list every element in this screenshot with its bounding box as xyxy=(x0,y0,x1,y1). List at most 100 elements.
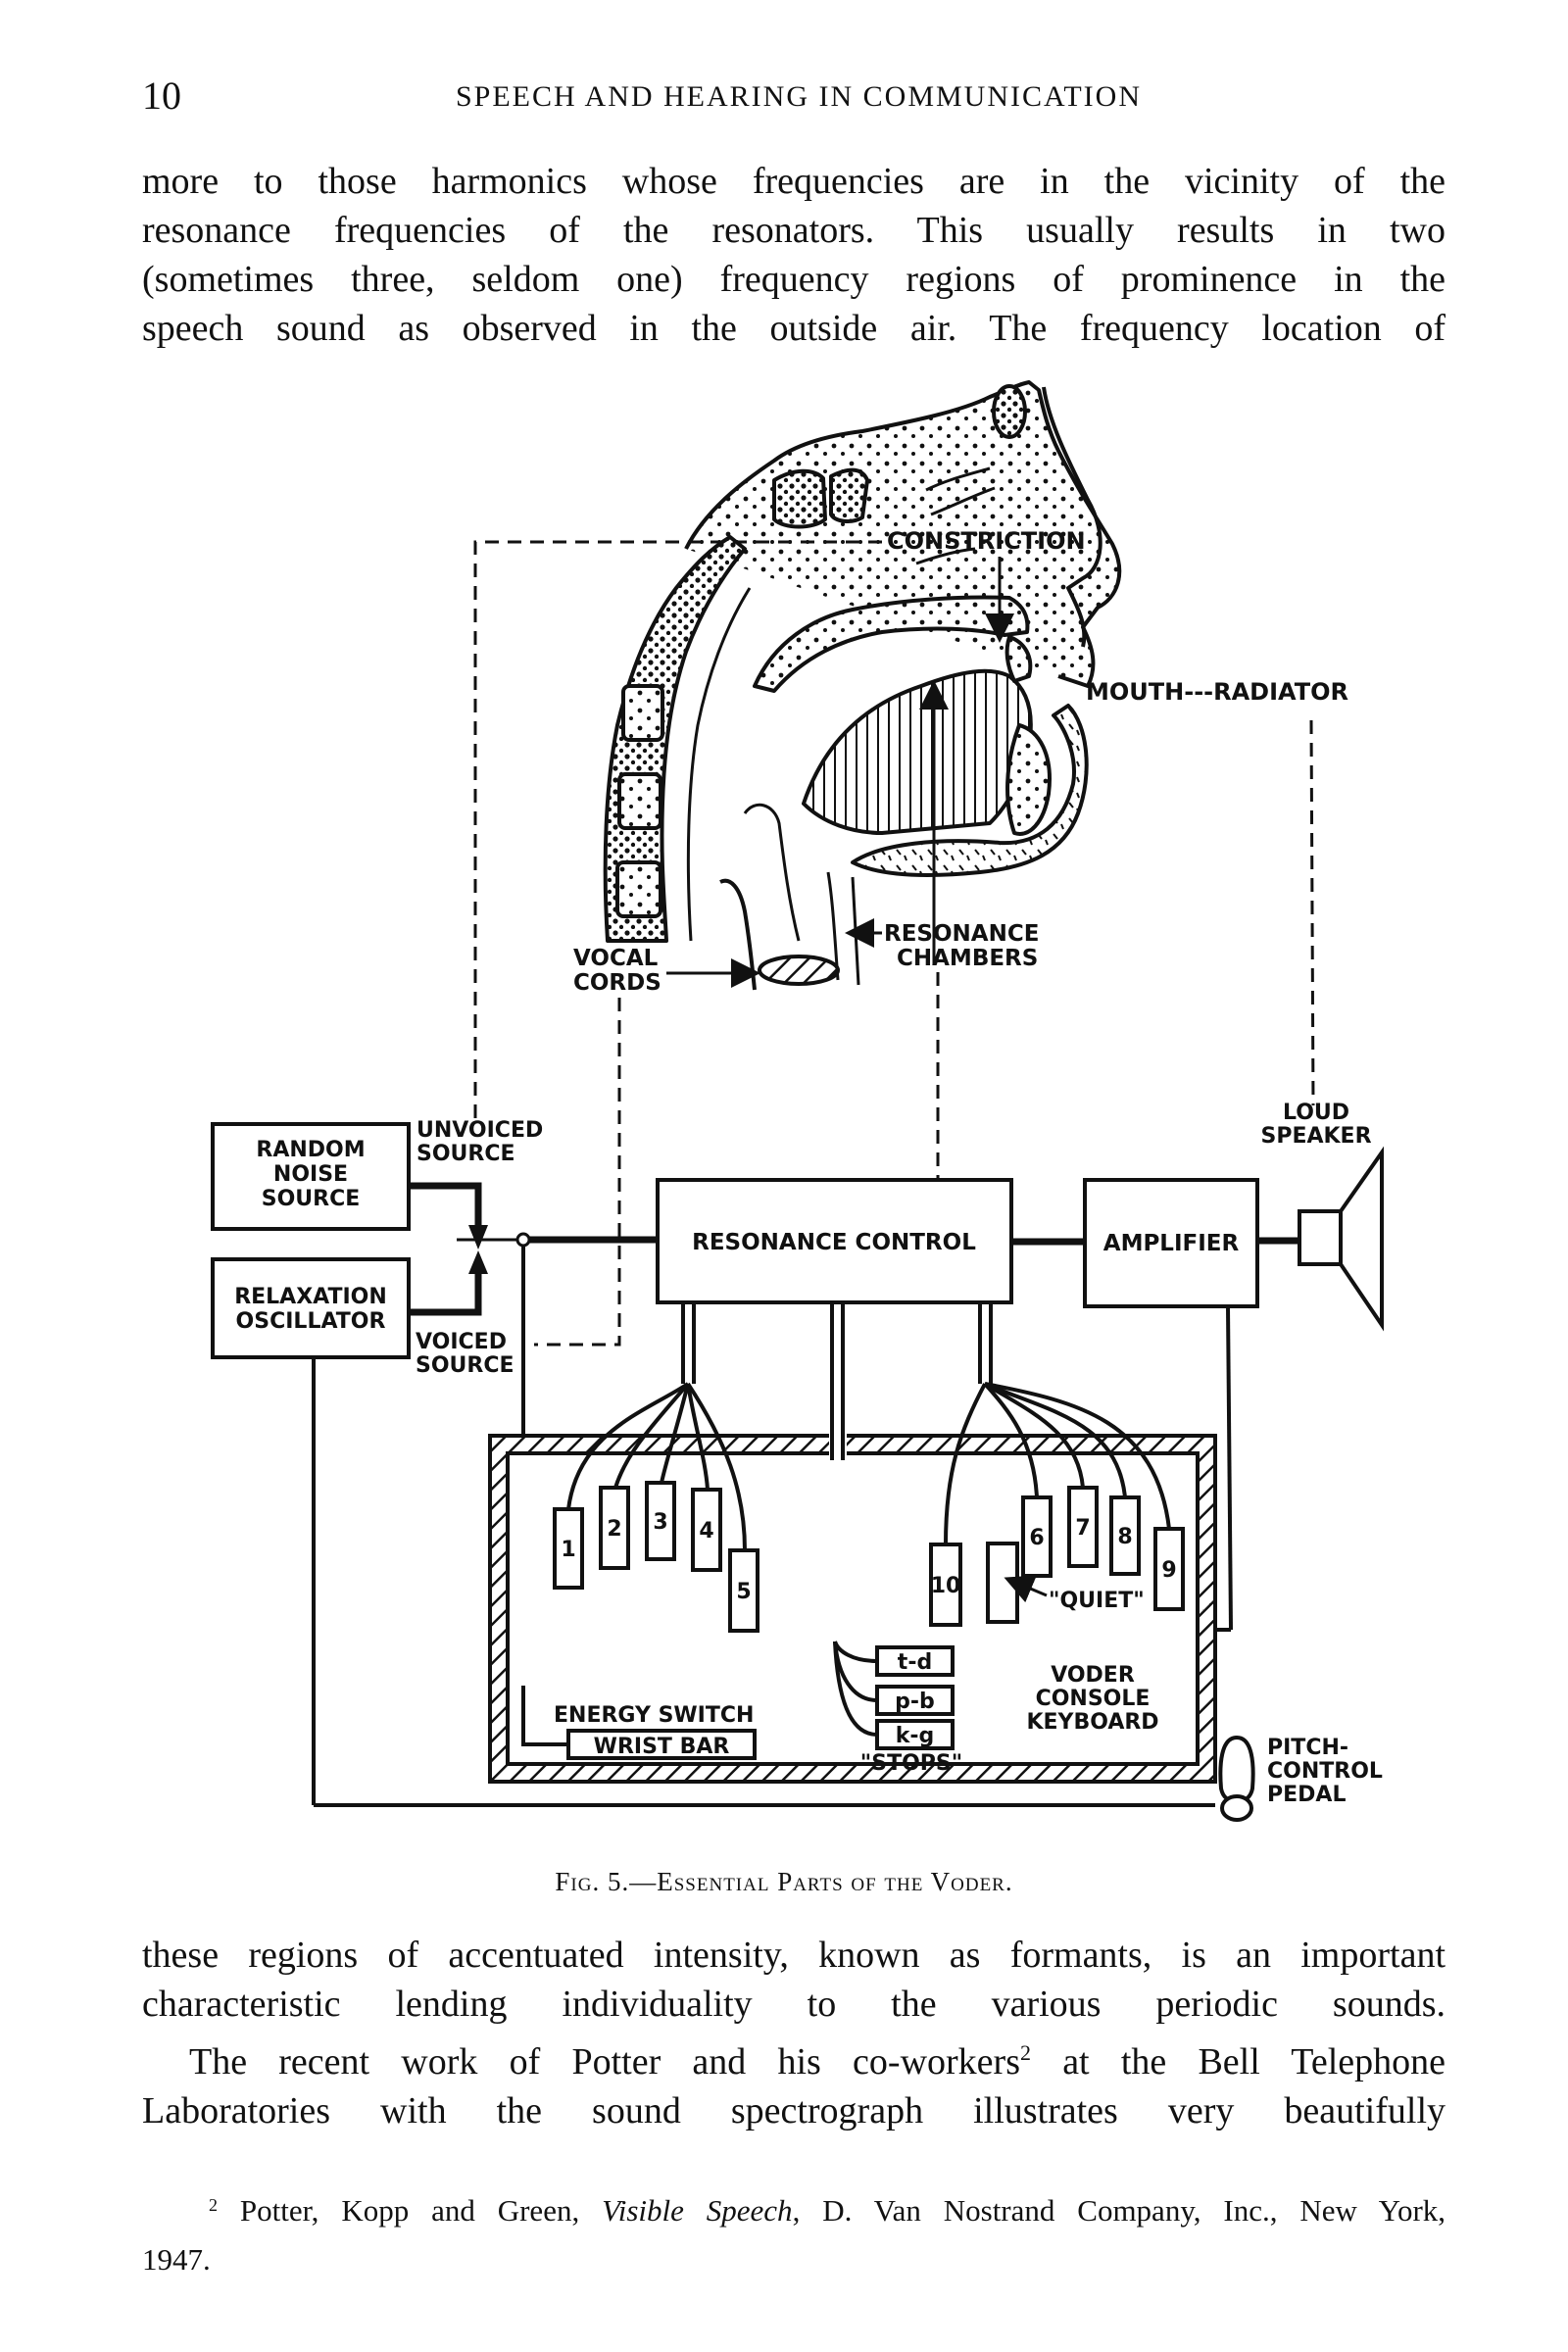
key-10[interactable]: 10 xyxy=(929,1543,962,1627)
key-3[interactable]: 3 xyxy=(645,1481,676,1561)
pitch-control-pedal-icon[interactable] xyxy=(1218,1735,1255,1822)
vertebra xyxy=(617,772,662,830)
key-9[interactable]: 9 xyxy=(1153,1527,1185,1611)
stop-key-k-g[interactable]: k-g xyxy=(875,1719,955,1750)
random-noise-label-1: RANDOM xyxy=(256,1138,365,1162)
resonance-chambers-label-1: RESONANCE xyxy=(884,921,1039,947)
key-9-body[interactable] xyxy=(1153,1527,1185,1611)
bottom-paragraphs: these regions of accentuated intensity, … xyxy=(142,1931,1446,2135)
relaxation-label-2: OSCILLATOR xyxy=(236,1309,386,1334)
stop-key-p-b-body[interactable] xyxy=(875,1685,955,1716)
footnote-marker: 2 xyxy=(209,2195,218,2215)
stop-key-p-b[interactable]: p-b xyxy=(875,1685,955,1716)
stop-key-t-d[interactable]: t-d xyxy=(875,1645,955,1677)
pedal-label-1: PITCH- xyxy=(1267,1736,1348,1760)
footnote-book-title: Visible Speech xyxy=(602,2193,793,2228)
resonance-control-label: RESONANCE CONTROL xyxy=(692,1230,976,1255)
key-7-body[interactable] xyxy=(1067,1486,1099,1568)
voiced-source-label-2: SOURCE xyxy=(416,1353,514,1378)
top-paragraph: more to those harmonics whose frequencie… xyxy=(142,157,1446,353)
constriction-to-unvoiced-line xyxy=(473,540,882,1124)
stops-label: "STOPS" xyxy=(860,1751,962,1776)
key-3-body[interactable] xyxy=(645,1481,676,1561)
epiglottis xyxy=(743,803,801,942)
key-3-label: 3 xyxy=(653,1510,667,1535)
stop-key-p-b-label: p-b xyxy=(895,1690,935,1714)
head-cross-section xyxy=(603,380,1122,991)
unvoiced-arrow-icon xyxy=(468,1225,488,1250)
loud-speaker-label-1: LOUD xyxy=(1283,1101,1349,1125)
footnote: 2 Potter, Kopp and Green, Visible Speech… xyxy=(142,2180,1446,2284)
random-noise-label-2: NOISE xyxy=(273,1162,348,1187)
random-noise-label-3: SOURCE xyxy=(262,1187,361,1211)
chin-bone xyxy=(1005,723,1052,836)
key-6-body[interactable] xyxy=(1021,1495,1053,1578)
key-5[interactable]: 5 xyxy=(728,1548,760,1633)
stop-key-t-d-body[interactable] xyxy=(875,1645,955,1677)
key-2-body[interactable] xyxy=(599,1486,630,1570)
figure-number: Fig. 5. xyxy=(555,1867,630,1896)
key-4-label: 4 xyxy=(699,1519,713,1544)
key-8-label: 8 xyxy=(1117,1525,1132,1549)
key-9-label: 9 xyxy=(1161,1558,1176,1583)
figure-title: Essential Parts of the Voder. xyxy=(657,1867,1013,1896)
wrist-bar[interactable] xyxy=(566,1729,757,1760)
right-key-cables xyxy=(944,1382,1171,1545)
key-5-body[interactable] xyxy=(728,1548,760,1633)
footnote-ref[interactable]: 2 xyxy=(1019,2040,1031,2065)
key-10-body[interactable] xyxy=(929,1543,962,1627)
radiator-to-speaker-line xyxy=(1309,719,1315,1106)
upper-lip xyxy=(1004,635,1033,683)
left-keys: 12 3 45 xyxy=(553,1481,760,1633)
wrist-bar-cable xyxy=(521,1686,568,1746)
body-line: characteristic lending individuality to … xyxy=(142,1984,1446,2025)
mouth-radiator-label: MOUTH---RADIATOR xyxy=(1086,678,1348,706)
key-2-label: 2 xyxy=(607,1517,621,1542)
amplifier-box xyxy=(1083,1178,1259,1308)
resonance-control-box xyxy=(656,1178,1013,1304)
nose-outline xyxy=(1042,386,1102,648)
key-4[interactable]: 4 xyxy=(691,1488,722,1572)
energy-switch-label: ENERGY SWITCH xyxy=(554,1703,754,1728)
turbinate xyxy=(925,466,991,492)
body-text: The recent work of Potter and his co-wor… xyxy=(189,2041,1020,2082)
key-7[interactable]: 7 xyxy=(1067,1486,1099,1568)
key-4-body[interactable] xyxy=(691,1488,722,1572)
relaxation-label-1: RELAXATION xyxy=(234,1285,387,1309)
stop-key-k-g-body[interactable] xyxy=(875,1719,955,1750)
body-line: Laboratories with the sound spectrograph… xyxy=(142,2090,1446,2132)
stop-keys: t-d p-b k-g xyxy=(875,1645,955,1750)
footnote-text: , D. Van Nostrand Company, Inc., New Yor… xyxy=(792,2193,1446,2228)
pedal-label-2: CONTROL xyxy=(1267,1759,1383,1784)
footnote-line: 2 Potter, Kopp and Green, Visible Speech… xyxy=(142,2180,1446,2235)
pharynx-wall xyxy=(686,587,752,942)
figure-caption: Fig. 5.—Essential Parts of the Voder. xyxy=(0,1867,1568,1897)
key-8[interactable]: 8 xyxy=(1109,1495,1141,1576)
key-1-body[interactable] xyxy=(553,1507,584,1590)
key-2[interactable]: 2 xyxy=(599,1486,630,1570)
dashed-connections xyxy=(473,540,1315,1347)
nasal-bone xyxy=(992,384,1027,439)
unvoiced-source-label-2: SOURCE xyxy=(416,1142,515,1166)
trachea xyxy=(851,876,860,986)
body-line: (sometimes three, seldom one) frequency … xyxy=(142,259,1446,300)
voiced-arrow-icon xyxy=(468,1250,488,1274)
key-1[interactable]: 1 xyxy=(553,1507,584,1590)
key-8-body[interactable] xyxy=(1109,1495,1141,1576)
key-6[interactable]: 6 xyxy=(1021,1495,1053,1578)
vocal-cords-label-2: CORDS xyxy=(573,970,662,996)
voder-label-1: VODER xyxy=(1051,1663,1135,1688)
loud-speaker-label-2: SPEAKER xyxy=(1260,1124,1371,1149)
pedal-label-3: PEDAL xyxy=(1267,1783,1346,1807)
body-line: speech sound as observed in the outside … xyxy=(142,308,1446,349)
quiet-label: "QUIET" xyxy=(1049,1589,1145,1613)
sinus-cavity xyxy=(829,467,869,523)
random-noise-source-box xyxy=(211,1122,411,1231)
key-7-label: 7 xyxy=(1075,1516,1090,1541)
unvoiced-source-label-1: UNVOICED xyxy=(416,1118,543,1143)
body-line: more to those harmonics whose frequencie… xyxy=(142,161,1446,202)
vocal-cords-to-voiced-line xyxy=(534,998,621,1347)
voiced-source-label-1: VOICED xyxy=(416,1330,507,1354)
body-line: these regions of accentuated intensity, … xyxy=(142,1935,1446,1976)
relaxation-oscillator-box xyxy=(211,1257,411,1359)
